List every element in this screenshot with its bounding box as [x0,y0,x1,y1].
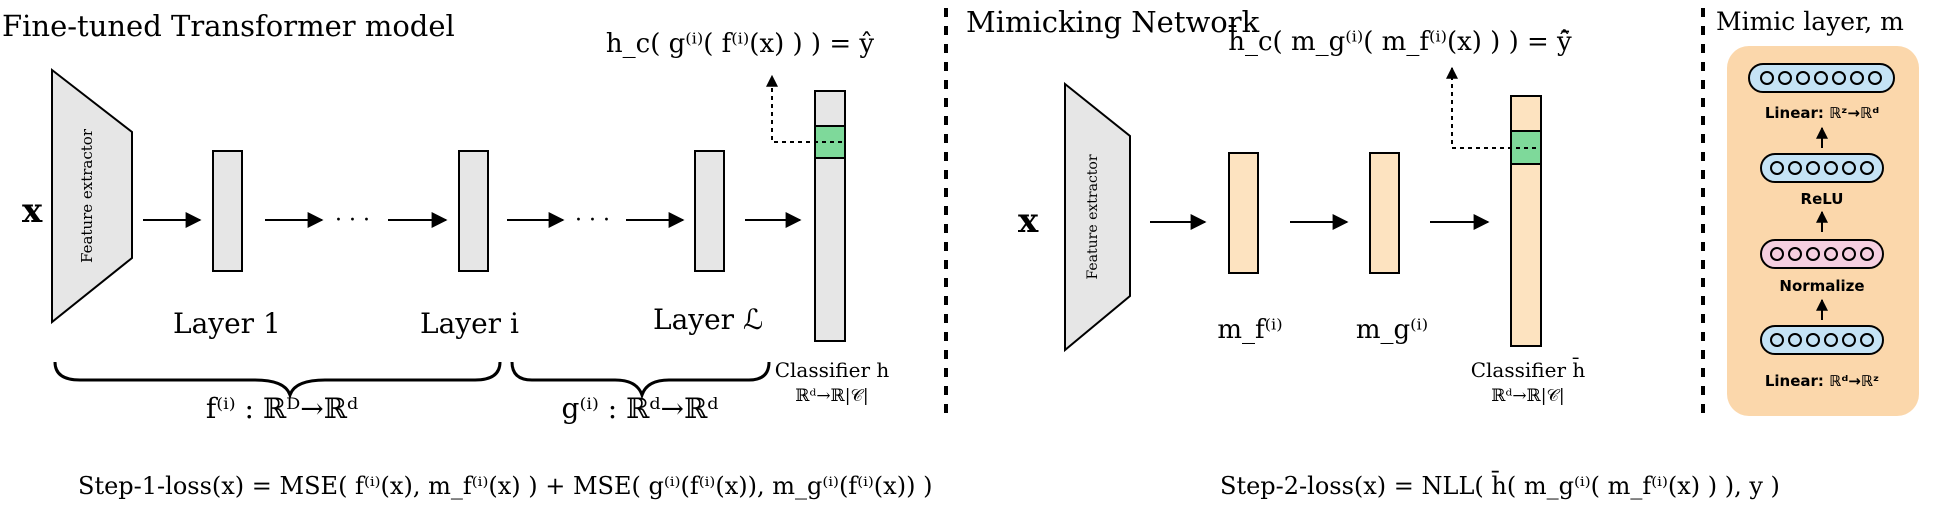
feature-extractor-block [1064,81,1131,353]
input-x: x [1018,201,1039,241]
mimic-g-label: m_g⁽ⁱ⁾ [1356,315,1428,345]
output-formula: h̄_c( m_g⁽ⁱ⁾( m_f⁽ⁱ⁾(x) ) ) = ŷ̄ [1228,24,1572,57]
feature-extractor-label: Feature extractor [1085,154,1101,279]
block-label-relu: ReLU [1801,190,1844,208]
brace-g [510,361,771,400]
left-panel-title: Fine-tuned Transformer model [2,9,455,43]
mimic-f-block [1228,152,1259,274]
middle-panel-title: Mimicking Network [966,5,1260,39]
input-x: x [22,191,43,231]
output-formula: h_c( g⁽ⁱ⁾( f⁽ⁱ⁾(x) ) ) = ŷ [606,29,874,59]
layer-L-block [694,150,725,272]
right-panel: Mimic layer, m Linear: ℝᶻ→ℝᵈ ReLU Normal… [1716,7,1919,416]
ellipsis: · · · [335,208,370,233]
layer-i-block [458,150,489,272]
node-row [1760,153,1884,183]
classifier-h-map: ℝᵈ→ℝ|𝒞| [795,386,868,406]
classifier-hbar-map: ℝᵈ→ℝ|𝒞| [1491,386,1564,406]
layer-i-label: Layer i [420,307,519,340]
block-label-linear-zd: Linear: ℝᶻ→ℝᵈ [1765,104,1879,122]
dashed-output-arrow [766,74,842,143]
node-row [1748,63,1895,93]
brace-g-label: g⁽ⁱ⁾ : ℝᵈ→ℝᵈ [562,392,719,425]
feature-extractor-block [51,67,133,325]
nodes [1760,71,1882,85]
block-label-linear-dz: Linear: ℝᵈ→ℝᶻ [1765,372,1879,390]
layer-1-label: Layer 1 [173,307,281,340]
left-panel: Fine-tuned Transformer model x Feature e… [2,9,889,425]
feature-extractor-label: Feature extractor [78,128,96,263]
nodes [1770,247,1874,261]
mimic-f-label: m_f⁽ⁱ⁾ [1217,315,1282,345]
brace-f-label: f⁽ⁱ⁾ : ℝᴰ→ℝᵈ [206,392,358,425]
ellipsis: · · · [575,208,610,233]
step-2-loss: Step-2-loss(x) = NLL( h̄( m_g⁽ⁱ⁾( m_f⁽ⁱ⁾… [1220,471,1780,500]
right-panel-title: Mimic layer, m [1716,7,1904,36]
step-1-loss: Step-1-loss(x) = MSE( f⁽ⁱ⁾(x), m_f⁽ⁱ⁾(x)… [78,472,932,500]
nodes [1770,333,1874,347]
layer-L-label: Layer ℒ [653,303,763,336]
node-row [1760,239,1884,269]
layer-1-block [212,150,243,272]
node-row [1760,325,1884,355]
dashed-output-arrow [1446,66,1536,149]
mimic-g-block [1369,152,1400,274]
classifier-hbar-label: Classifier h̄ [1471,357,1586,382]
classifier-h-label: Classifier h [775,358,890,382]
brace-f [53,361,502,400]
nodes [1770,161,1874,175]
middle-panel: Mimicking Network x Feature extractor h̄… [966,5,1585,406]
block-label-normalize: Normalize [1779,277,1864,295]
